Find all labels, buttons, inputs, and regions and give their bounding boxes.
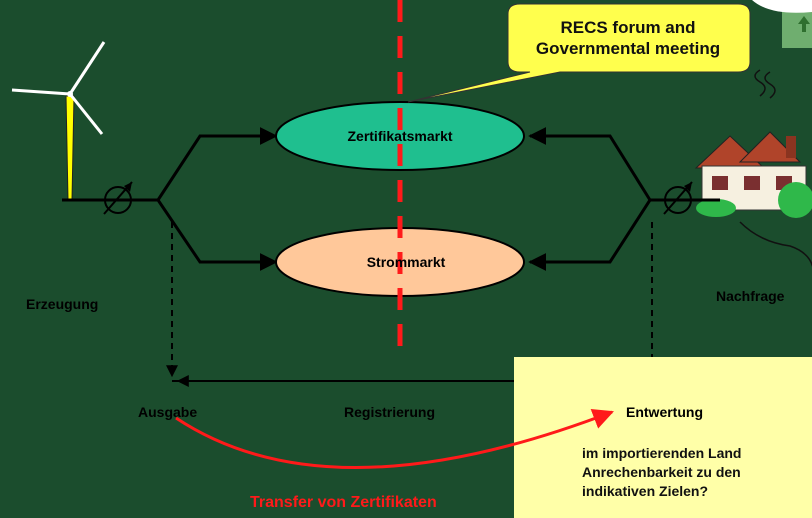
- certificate-market-ellipse: [275, 101, 525, 171]
- flow-lines: [62, 127, 720, 271]
- note-text: im importierenden Land Anrechenbarkeit z…: [582, 444, 741, 501]
- generation-label: Erzeugung: [26, 296, 99, 312]
- callout-line-2: Governmental meeting: [535, 39, 721, 58]
- note-line-1: im importierenden Land: [582, 445, 742, 461]
- transfer-arrow: [175, 408, 614, 469]
- transfer-label: Transfer von Zertifikaten: [250, 494, 437, 511]
- power-market-label: Strommarkt: [366, 254, 446, 270]
- demand-label: Nachfrage: [716, 288, 785, 304]
- meter-icon-generation: [103, 181, 133, 215]
- certificate-market-label: Zertifikatsmarkt: [347, 128, 453, 144]
- redemption-label: Entwertung: [626, 404, 703, 420]
- callout-line-1: RECS forum and: [560, 18, 696, 37]
- house-icon: [694, 69, 812, 268]
- logo-fragment: [752, 0, 812, 48]
- callout-bubble: [407, 3, 751, 103]
- note-line-2: Anrechenbarkeit zu den: [582, 464, 741, 480]
- callout-text: RECS forum and Governmental meeting: [506, 4, 750, 72]
- issue-label: Ausgabe: [138, 404, 198, 420]
- wind-turbine-icon: [11, 41, 106, 201]
- meter-icon-demand: [663, 181, 693, 215]
- note-line-3: indikativen Zielen?: [582, 483, 709, 499]
- registration-label: Registrierung: [344, 404, 436, 420]
- note-box: [514, 357, 812, 518]
